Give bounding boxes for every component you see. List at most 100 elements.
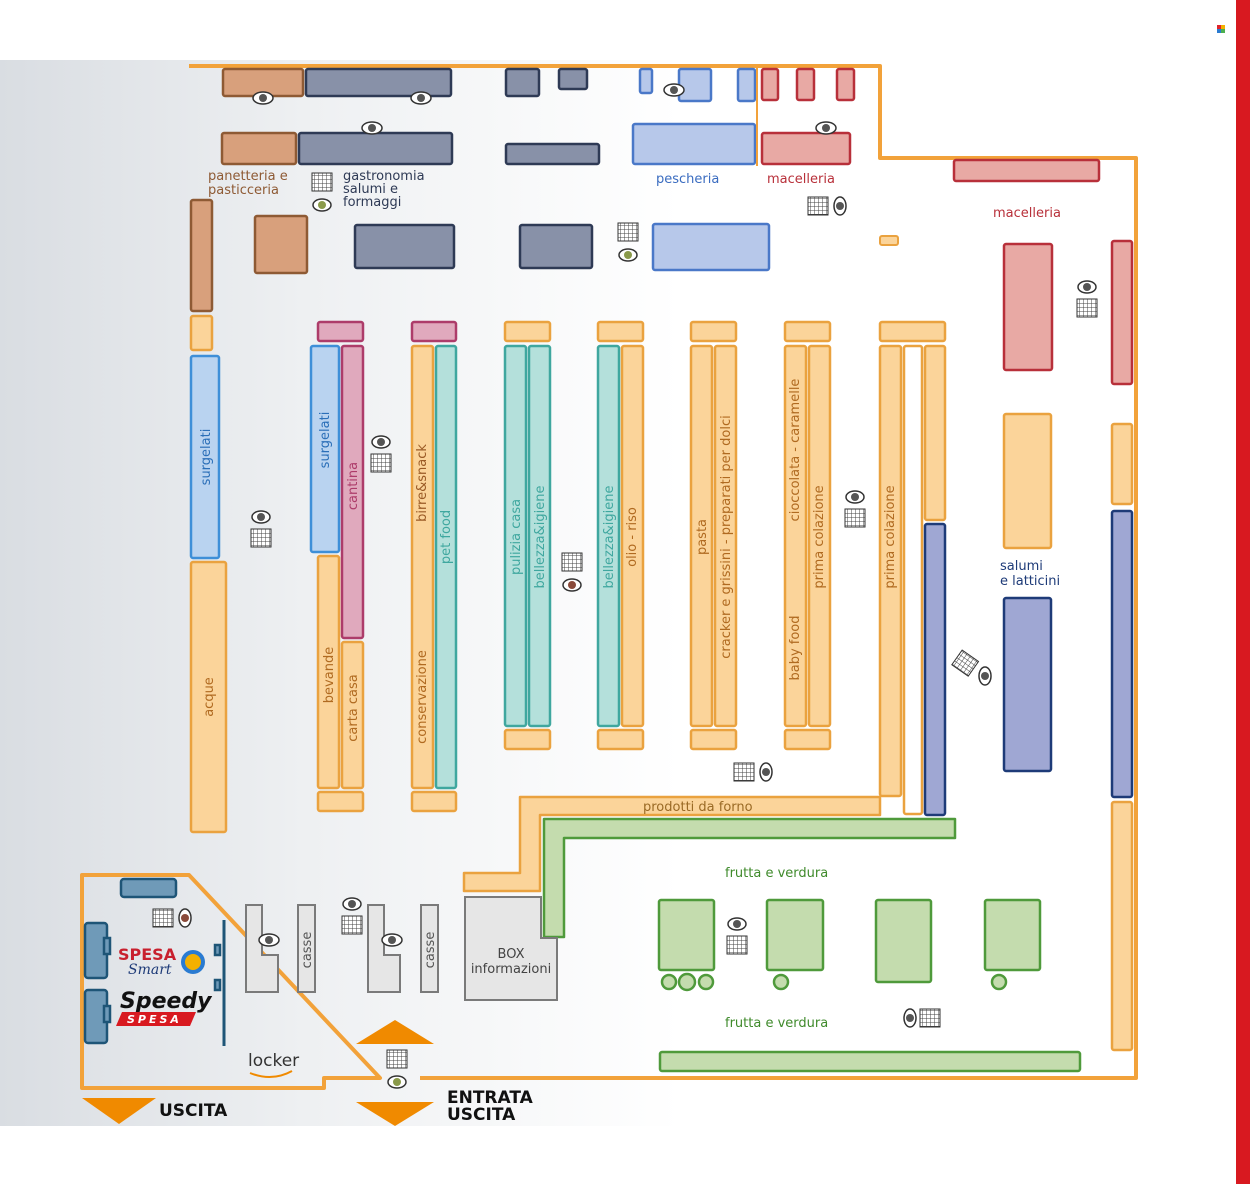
label-casse-1: casse	[300, 932, 315, 969]
aisle5-top-cap	[689, 320, 738, 343]
store-wall	[80, 64, 1138, 1090]
deli-counter	[297, 131, 454, 166]
shopper-with-cart	[844, 490, 866, 528]
slate-counters	[297, 67, 601, 270]
shopper	[410, 91, 432, 105]
blue-shelves	[189, 344, 341, 560]
exit-arrows	[82, 1020, 434, 1126]
locker-panel-tab	[213, 943, 222, 957]
right-wall-navy	[1110, 509, 1134, 799]
label-macelleria: macelleria	[767, 172, 835, 187]
shopper-with-cart	[726, 917, 748, 955]
label-cioccolata: cioccolata - caramelle	[788, 379, 803, 522]
fish-counter	[631, 122, 757, 166]
label-locker: locker	[248, 1051, 299, 1071]
surgelati-left-shelf	[189, 354, 221, 560]
meat-block-3	[835, 67, 856, 102]
shopper-with-cart	[250, 510, 272, 548]
bellezza-igiene-shelf	[527, 344, 552, 728]
aisle3-top-cap	[503, 320, 552, 343]
mauve-shelves	[316, 320, 458, 640]
conservazione-shelf	[410, 344, 435, 790]
right-wall-orange-2	[1110, 800, 1134, 1052]
kiosk-tab	[102, 936, 112, 956]
acque-shelf	[189, 560, 228, 834]
entrata-arrow-up	[356, 1020, 434, 1044]
kiosk-tab	[102, 1004, 112, 1024]
label-frutta-verdura: frutta e verdura	[725, 866, 828, 881]
label-frutta-verdura-bottom: frutta e verdura	[725, 1016, 828, 1031]
deli-counter-top	[304, 67, 453, 98]
speedy-subtitle: SPESA	[127, 1013, 182, 1026]
shopper-with-cart	[807, 196, 847, 216]
fish-block-2	[677, 67, 713, 103]
aisle2-bottom-cap	[410, 790, 458, 813]
produce-table-2	[765, 898, 825, 972]
front-fixtures	[83, 877, 222, 1045]
shopper	[252, 91, 274, 105]
checkout-2-belt	[420, 904, 439, 993]
shopper	[815, 121, 837, 135]
prima-colazione-2-shelf	[878, 344, 903, 798]
label-birre-snack: birre&snack	[415, 444, 430, 522]
salumi-upper-island	[1002, 412, 1053, 550]
fish-block-1	[638, 67, 654, 95]
small-orange-tag	[879, 235, 899, 246]
bakery-island	[253, 214, 309, 275]
surgelati-shelf	[309, 344, 341, 554]
shopper-with-cart	[370, 435, 392, 473]
produce-bin	[677, 972, 697, 992]
left-wall-small	[189, 314, 214, 352]
teal-shelves	[434, 344, 621, 790]
speedy-title: Speedy	[120, 989, 213, 1014]
shoppers	[152, 83, 1098, 1089]
right-wall-orange-1	[1110, 422, 1134, 506]
checkout-2	[367, 904, 401, 993]
salumi-latticini-island	[1002, 596, 1053, 773]
label-bevande: bevande	[322, 647, 337, 703]
label-cantina: cantina	[346, 462, 361, 510]
cioccolata-shelf	[783, 344, 808, 728]
label-pescheria: pescheria	[656, 172, 719, 187]
checkout-1-belt	[297, 904, 316, 993]
aisle7-frame	[902, 344, 924, 816]
meat-counter-right	[952, 158, 1101, 183]
shopper	[381, 933, 403, 947]
slate-block-4	[518, 223, 594, 270]
aisle7-right-shelf	[923, 344, 947, 522]
olio-riso-shelf	[620, 344, 645, 728]
slate-block-1	[504, 67, 541, 98]
meat-counters	[760, 67, 1134, 386]
aisle3-bottom-cap	[503, 728, 552, 751]
aisle7-top-cap	[878, 320, 947, 343]
brown-counters	[189, 67, 309, 313]
label-macelleria-right: macelleria	[993, 206, 1061, 221]
speedy-logo: Speedy SPESA	[116, 989, 213, 1026]
fish-meat-divider	[756, 66, 758, 166]
brand-mark-icon	[1217, 25, 1225, 33]
shopper-with-cart	[561, 552, 583, 592]
aisle1-bottom-cap	[316, 790, 365, 813]
prodotti-forno-shelf	[462, 795, 882, 893]
bakery-wall-shelf	[189, 198, 214, 313]
meat-wall-shelf	[1110, 239, 1134, 386]
label-pasta: pasta	[695, 519, 710, 555]
produce-bin	[697, 973, 715, 991]
shopper-with-cart	[311, 172, 333, 212]
label-cracker: cracker e grissini - preparati per dolci	[719, 415, 734, 658]
spesa-smart-title: SPESA	[118, 945, 177, 964]
slate-block-2	[557, 67, 589, 91]
produce-bin	[772, 973, 790, 991]
box-informazioni	[464, 896, 558, 1001]
checkout-1	[245, 904, 279, 993]
aisle6-top-cap	[783, 320, 832, 343]
front-counter	[119, 877, 178, 899]
pulizia-casa-shelf	[503, 344, 528, 728]
prima-colazione-shelf	[807, 344, 832, 728]
shopper-with-cart	[733, 762, 773, 782]
shopper-with-cart	[152, 908, 192, 928]
